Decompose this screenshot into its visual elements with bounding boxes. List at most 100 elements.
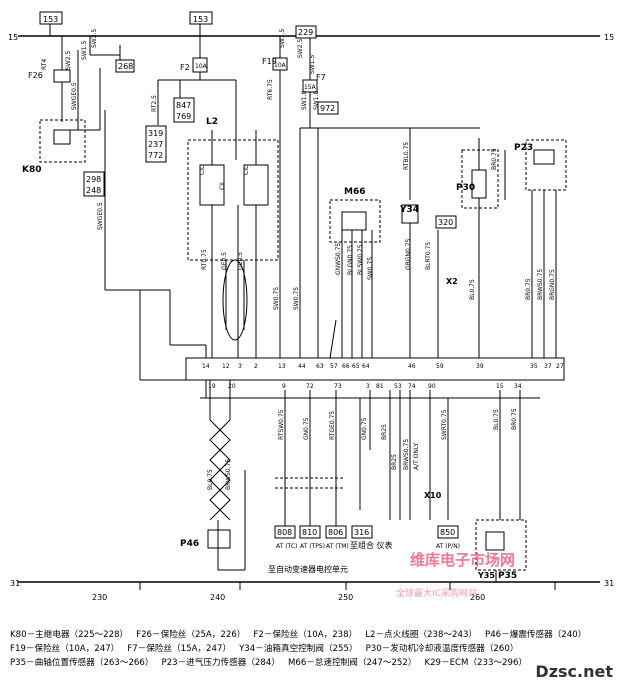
legend-item: F2－保险丝（10A，238）: [253, 630, 358, 640]
ref-972: 972: [320, 104, 335, 113]
top-box-153-left: 153: [43, 15, 58, 24]
legend-item: P35－曲轴位置传感器（263～266）: [10, 658, 154, 668]
legend-item: F19－保险丝（10A，247）: [10, 644, 120, 654]
wire-label: SW2.5: [297, 39, 304, 58]
component-y35: Y35: [477, 571, 495, 580]
component-p35: P35: [498, 571, 517, 581]
wire-label: GN0.75: [361, 417, 368, 440]
ecm-pin-top: 46: [408, 363, 416, 370]
component-legend: K80－主继电器（225～228）F26－保险丝（25A，226）F2－保险丝（…: [10, 628, 614, 670]
wire-label: SWRT0.75: [441, 409, 448, 440]
fuse-f19-name: F19: [262, 57, 277, 66]
wire-label: SW0.75: [273, 287, 280, 310]
legend-item: L2－点火线圈（238～243）: [365, 630, 478, 640]
bus-15-left: 15: [8, 33, 18, 42]
component-k80: K80: [22, 165, 42, 175]
wire-label: BL0.75: [207, 469, 214, 490]
ref-847: 847: [176, 101, 191, 110]
component-p46: P46: [180, 539, 199, 549]
ref-320: 320: [438, 218, 453, 227]
ref-319: 319: [148, 129, 163, 138]
ecm-pin-top: 35: [530, 363, 538, 370]
ecm-pin-top: 57: [330, 363, 338, 370]
ecm-pin-bottom: 3: [366, 383, 370, 390]
legend-item: P46－爆震传感器（240）: [485, 630, 587, 640]
component-p30: P30: [456, 183, 475, 193]
wire-label: RTSW0.75: [278, 409, 285, 440]
wire-label: RT0.75: [201, 249, 208, 270]
ecm-pin-bottom: 72: [306, 383, 314, 390]
wire-label: CIL: [243, 165, 250, 175]
wire-label: SWGE0.5: [97, 202, 104, 230]
ref-806: 806: [328, 528, 343, 537]
legend-item: F7－保险丝（15A，247）: [127, 644, 232, 654]
caption-at-pn: AT (P/N): [436, 543, 460, 550]
caption-at-tc: AT (TC): [276, 543, 297, 550]
wire-label: BR0.75: [525, 278, 532, 300]
bus-31-left: 31: [10, 579, 20, 588]
wire-label: BLRT0.75: [425, 242, 432, 270]
watermark-sub: 全球最大IC采购网站: [396, 587, 477, 599]
ecm-pin-top: 2: [254, 363, 258, 370]
legend-item: P30－发动机冷却液温度传感器（260）: [365, 644, 519, 654]
ecm-pin-bottom: 53: [394, 383, 402, 390]
ref-850: 850: [440, 528, 455, 537]
wire-label: GRGN0.75: [405, 239, 412, 270]
ecm-pin-bottom: 15: [496, 383, 504, 390]
wire-label: BR25: [381, 424, 388, 440]
component-x2: X2: [446, 277, 458, 286]
ecm-pin-top: 27: [556, 363, 564, 370]
caption-instrument: 至组合 仪表: [350, 540, 393, 550]
wiring-diagram: 15 15 31 31 230 240 250 260 153 153 F26 …: [8, 11, 614, 600]
caption-at-tm: AT (TM): [326, 543, 349, 550]
wire-label: BLGN0.75: [347, 245, 354, 275]
caption-at-tps: AT (TPS): [300, 543, 325, 550]
legend-item: Y34－油箱真空控制阀（255）: [239, 644, 358, 654]
wire-label: SW1.0: [301, 91, 308, 110]
ref-316: 316: [354, 528, 369, 537]
legend-item: F26－保险丝（25A，226）: [136, 630, 246, 640]
ecm-pin-bottom: 73: [334, 383, 342, 390]
wire-label: BRGN0.75: [549, 269, 556, 300]
component-y34: Y34: [399, 205, 419, 215]
watermark-main: 维库电子市场网: [410, 551, 515, 569]
fuse-f7-rating: 15A: [304, 84, 317, 91]
ecm-pin-top: 59: [436, 363, 444, 370]
fuse-f2-rating: 10A: [195, 63, 208, 70]
site-logo: Dzsc.net: [535, 662, 613, 681]
caption-to-ecm: 至自动变速器电控单元: [268, 564, 348, 574]
wire-label: RT4: [41, 59, 48, 70]
wire-label: BR25: [391, 454, 398, 470]
wire-label: SW0.75: [367, 257, 374, 280]
fuse-f2-name: F2: [180, 63, 190, 72]
component-p23: P23: [514, 143, 533, 153]
ref-769: 769: [176, 112, 191, 121]
ecm-pin-top: 66: [342, 363, 350, 370]
wire-label: GE0.5: [237, 252, 244, 270]
ecm-pin-top: 3: [238, 363, 242, 370]
wire-label: BR0.75: [491, 148, 498, 170]
ref-810: 810: [302, 528, 317, 537]
wire-label: RTGE0.75: [329, 411, 336, 440]
ecm-pin-top: 37: [544, 363, 552, 370]
ecm-pin-top: 39: [476, 363, 484, 370]
fuse-f26-name: F26: [28, 71, 43, 80]
component-m66: M66: [344, 187, 365, 197]
ecm-pin-top: 64: [362, 363, 370, 370]
legend-item: K29－ECM（233～296）: [424, 658, 528, 668]
component-l2: L2: [206, 117, 218, 127]
ecm-pin-bottom: 9: [282, 383, 286, 390]
fuse-f7-name: F7: [316, 73, 326, 82]
wire-label: RT2.5: [151, 95, 158, 112]
wire-label: SWGE0.5: [71, 82, 78, 110]
wire-label: BLSW0.75: [357, 244, 364, 275]
wire-label: SW1.5: [309, 55, 316, 74]
wire-label: BL0.75: [469, 279, 476, 300]
ref-298: 298: [86, 175, 101, 184]
bus-15-right: 15: [604, 33, 614, 42]
ecm-pin-top: 65: [352, 363, 360, 370]
ref-772: 772: [148, 151, 163, 160]
ecm-pin-bottom: 20: [228, 383, 236, 390]
wire-label: RTBL0.75: [403, 142, 410, 170]
ecm-pin-bottom: 19: [208, 383, 216, 390]
